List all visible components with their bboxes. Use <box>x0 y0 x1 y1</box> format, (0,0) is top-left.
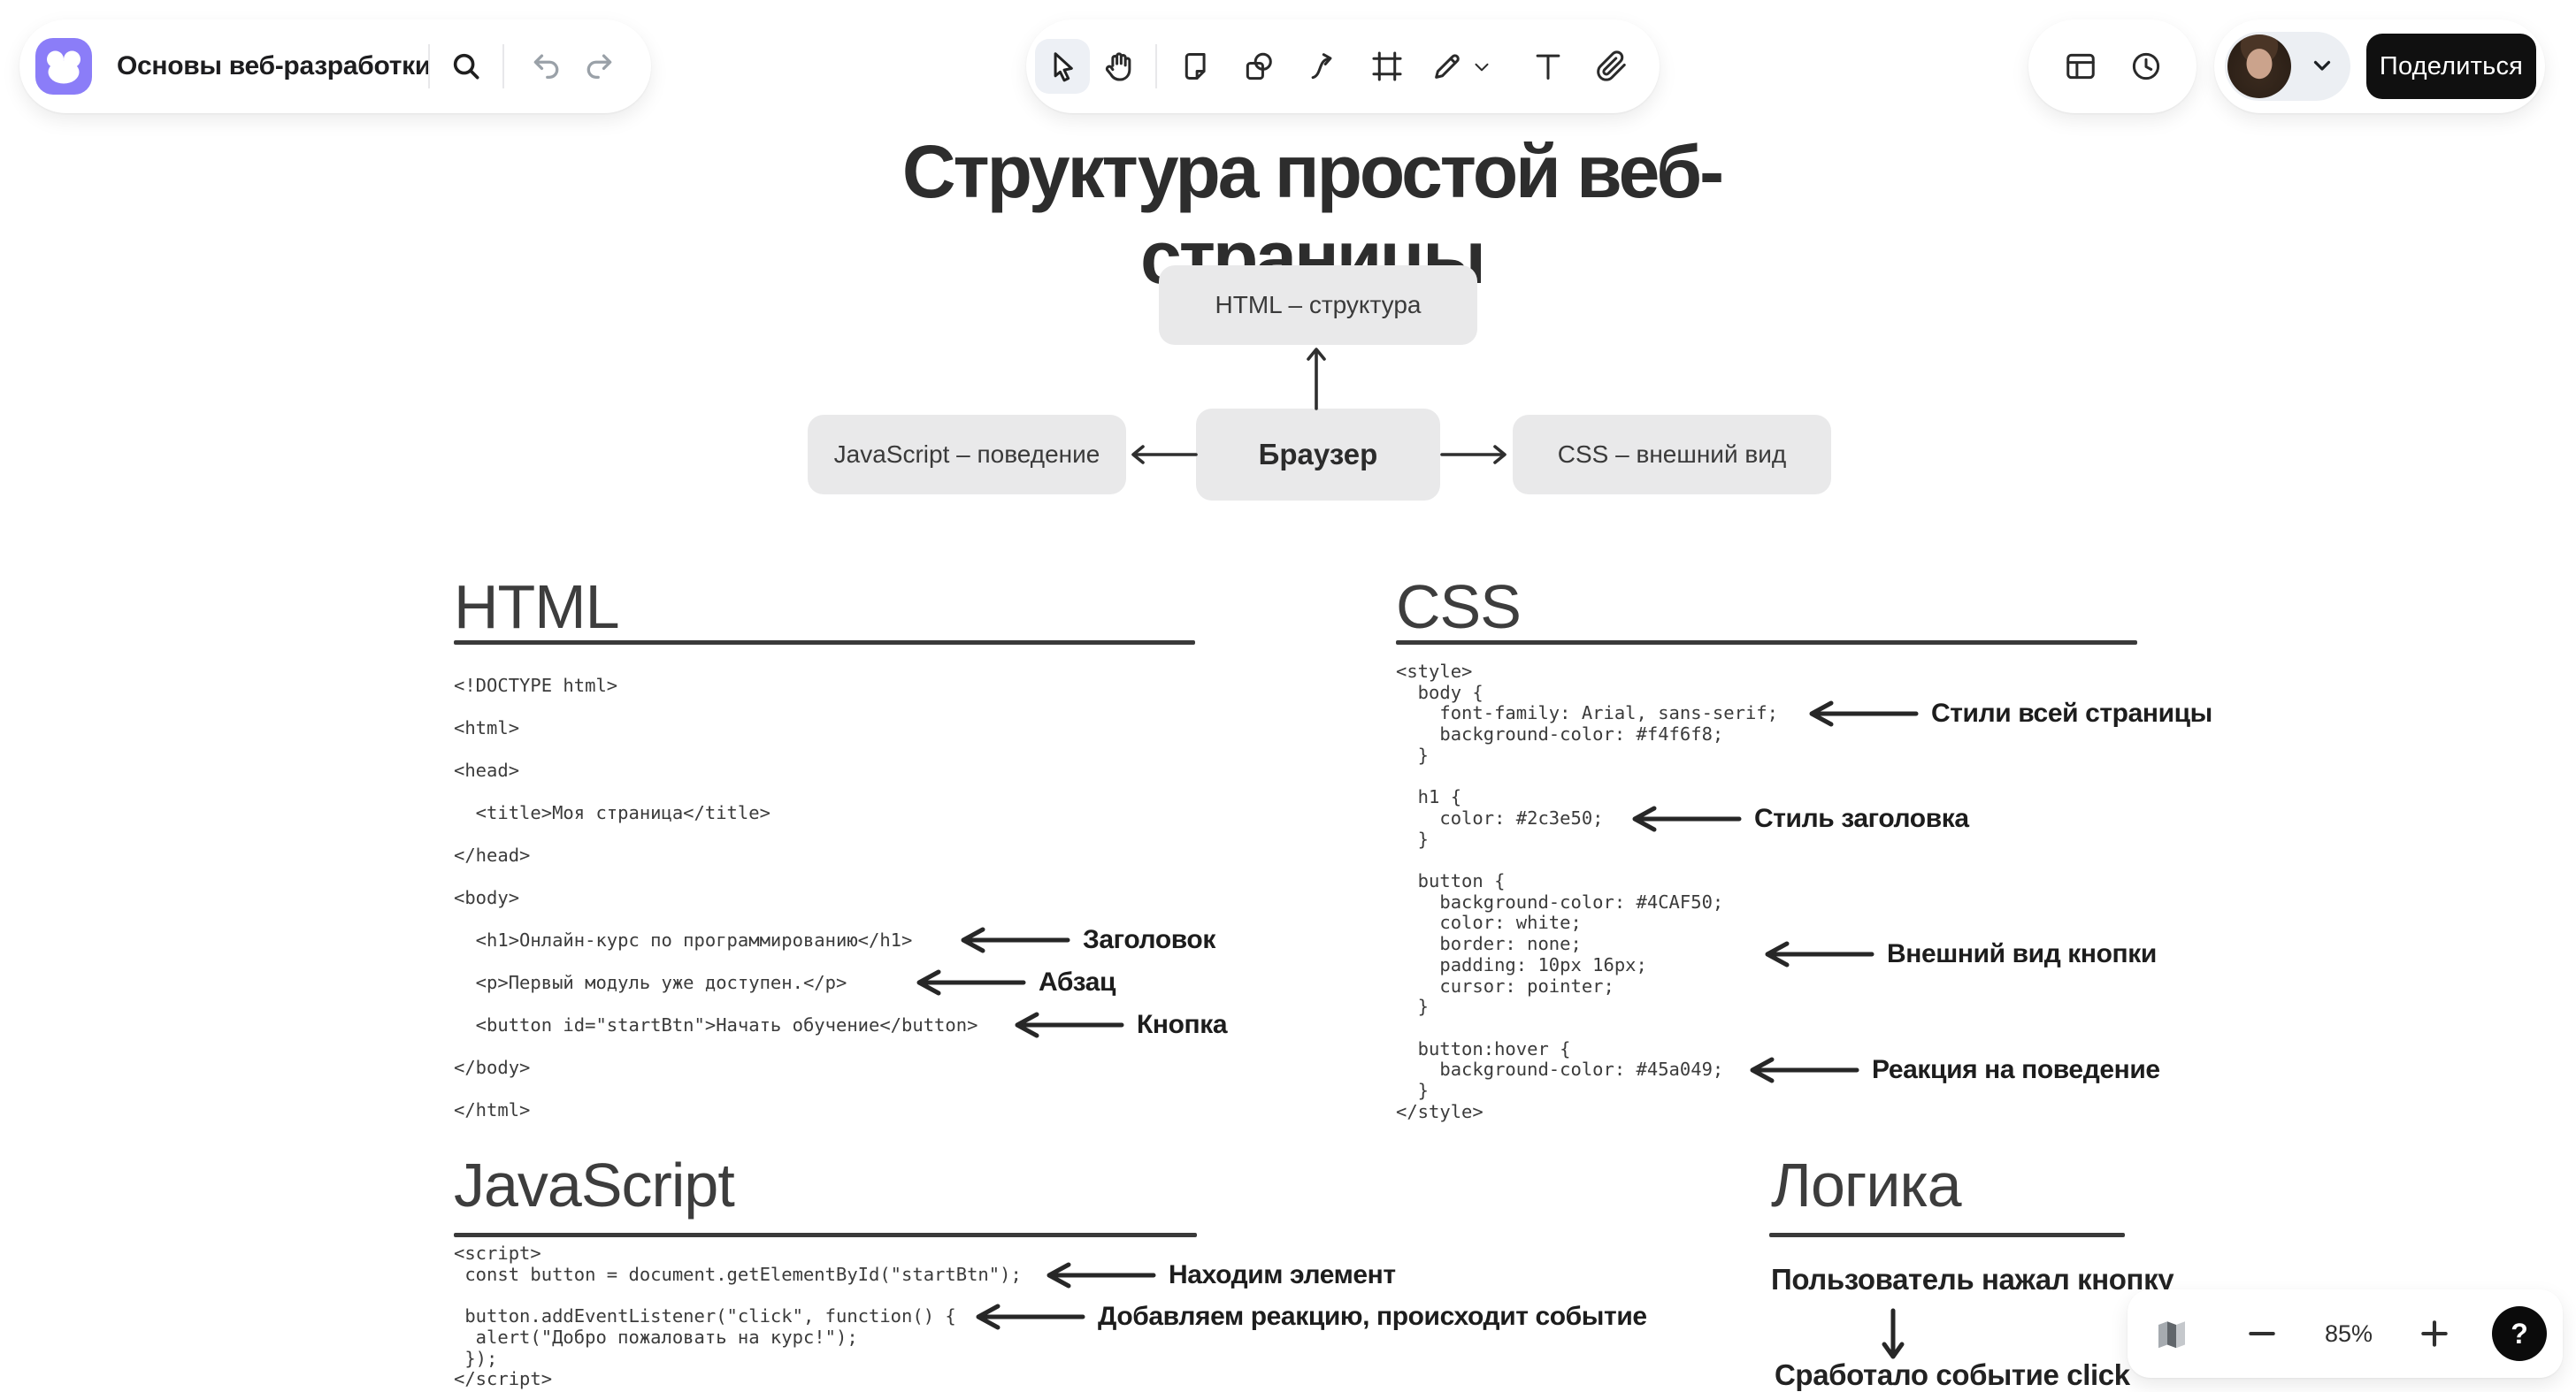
board-header-pill: Основы веб-разработки <box>19 19 651 113</box>
search-icon[interactable] <box>449 50 483 83</box>
annotation-add-listener: Добавляем реакцию, происходит событие <box>971 1301 1647 1333</box>
view-panels-pill <box>2028 19 2196 113</box>
annotation-hover-reaction: Реакция на поведение <box>1745 1054 2160 1086</box>
annotation-heading: Заголовок <box>956 924 1215 956</box>
zoom-bar: 85% ? <box>2128 1289 2563 1378</box>
chevron-down-icon[interactable] <box>2313 59 2331 73</box>
pen-dropdown-chevron-icon[interactable] <box>1470 50 1493 83</box>
annotation-arrow-left-icon <box>1015 1012 1124 1038</box>
arrow-left-icon <box>1131 445 1198 464</box>
zoom-in-button[interactable] <box>2411 1289 2457 1378</box>
diagram-box-javascript[interactable]: JavaScript – поведение <box>808 415 1126 494</box>
text-tool-icon[interactable] <box>1531 50 1565 83</box>
tools-toolbar <box>1026 19 1660 113</box>
attachment-tool-icon[interactable] <box>1595 50 1629 83</box>
code-block-css: <style> body { font-family: Arial, sans-… <box>1396 661 1778 1122</box>
diagram-box-css[interactable]: CSS – внешний вид <box>1513 415 1831 494</box>
annotation-page-styles: Стили всей страницы <box>1805 698 2212 730</box>
annotation-arrow-left-icon <box>1809 700 1919 727</box>
annotation-button: Кнопка <box>1010 1009 1228 1041</box>
user-avatar[interactable] <box>2227 34 2291 98</box>
select-tool-cursor-icon[interactable] <box>1046 50 1079 83</box>
section-heading-css: CSS <box>1396 572 1522 641</box>
arrow-right-icon <box>1440 445 1506 464</box>
heading-underline <box>1396 640 2137 645</box>
annotation-arrow-left-icon <box>976 1304 1085 1330</box>
section-heading-javascript: JavaScript <box>454 1151 735 1220</box>
zoom-out-button[interactable] <box>2239 1289 2285 1378</box>
heading-underline <box>454 640 1195 645</box>
pen-tool-icon[interactable] <box>1430 50 1464 83</box>
logic-step-1: Пользователь нажал кнопку <box>1771 1263 2174 1296</box>
code-block-html: <!DOCTYPE html> <html> <head> <title>Моя… <box>454 675 978 1120</box>
heading-underline <box>454 1233 1197 1237</box>
annotation-heading-style: Стиль заголовка <box>1628 803 1969 835</box>
annotation-arrow-left-icon <box>1765 941 1874 968</box>
annotation-arrow-left-icon <box>961 927 1070 953</box>
account-share-pill: Поделиться <box>2214 19 2545 113</box>
divider <box>502 44 504 88</box>
divider <box>428 44 430 88</box>
layout-panels-icon[interactable] <box>2064 50 2097 83</box>
help-button[interactable]: ? <box>2492 1306 2547 1361</box>
undo-icon[interactable] <box>530 50 564 83</box>
annotation-arrow-left-icon <box>1046 1262 1156 1289</box>
redo-icon[interactable] <box>582 50 616 83</box>
shapes-tool-icon[interactable] <box>1242 50 1276 83</box>
section-heading-logic: Логика <box>1771 1151 1962 1220</box>
logic-step-2: Сработало событие click <box>1775 1358 2130 1391</box>
annotation-find-element: Находим элемент <box>1042 1259 1396 1291</box>
heading-underline <box>1769 1233 2125 1237</box>
annotation-arrow-left-icon <box>916 969 1026 996</box>
history-clock-icon[interactable] <box>2129 50 2163 83</box>
zoom-level[interactable]: 85% <box>2324 1319 2373 1347</box>
board-title[interactable]: Основы веб-разработки <box>117 51 431 80</box>
sticky-note-tool-icon[interactable] <box>1177 50 1211 83</box>
app-logo-icon[interactable] <box>35 38 92 95</box>
code-block-javascript: <script> const button = document.getElem… <box>454 1243 1022 1390</box>
hand-tool-icon[interactable] <box>1102 50 1136 83</box>
diagram-box-html[interactable]: HTML – структура <box>1159 265 1477 345</box>
account-menu[interactable] <box>2225 32 2350 101</box>
annotation-arrow-left-icon <box>1632 806 1742 832</box>
annotation-arrow-left-icon <box>1750 1057 1859 1083</box>
arrow-up-icon <box>1307 348 1326 410</box>
minimap-icon[interactable] <box>2152 1289 2191 1378</box>
share-button[interactable]: Поделиться <box>2366 34 2536 99</box>
divider <box>1155 44 1157 88</box>
diagram-box-browser[interactable]: Браузер <box>1196 409 1440 501</box>
connector-tool-icon[interactable] <box>1307 50 1340 83</box>
arrow-down-icon <box>1882 1308 1905 1359</box>
annotation-button-look: Внешний вид кнопки <box>1760 938 2157 970</box>
section-heading-html: HTML <box>454 572 620 641</box>
annotation-paragraph: Абзац <box>912 967 1116 998</box>
frame-tool-icon[interactable] <box>1370 50 1404 83</box>
